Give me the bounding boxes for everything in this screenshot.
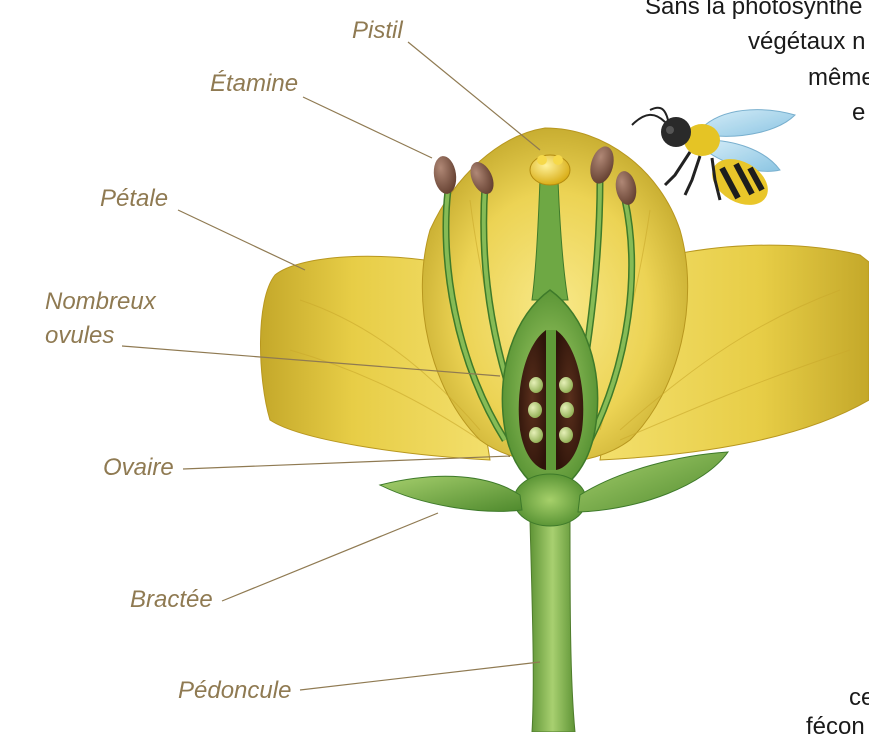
label-nombreux: Nombreux [45, 286, 156, 318]
leader-pedoncule [300, 662, 540, 690]
side-text-line2: végétaux n [748, 27, 865, 57]
side-text-line5: ce [849, 683, 869, 713]
pistil-stigma [530, 155, 570, 185]
label-pedoncule: Pédoncule [178, 676, 291, 706]
side-text-line6: fécon [806, 712, 865, 742]
label-petale: Pétale [100, 184, 168, 214]
peduncle-stem [530, 520, 575, 732]
leader-bractee [222, 513, 438, 601]
bract-left [380, 476, 522, 511]
side-text-line3: même [808, 63, 869, 93]
label-bractee: Bractée [130, 585, 213, 615]
bract-right [578, 452, 728, 512]
label-etamine: Étamine [210, 69, 298, 99]
receptacle [514, 474, 586, 526]
side-text-line4: e [852, 98, 865, 128]
leader-petale [178, 210, 305, 270]
label-ovules: ovules [45, 320, 114, 352]
leader-ovaire [183, 456, 510, 469]
side-text-line1: Sans la photosynthè [645, 0, 863, 22]
label-ovaire: Ovaire [103, 453, 174, 483]
leader-etamine [303, 97, 432, 158]
leader-pistil [408, 42, 540, 150]
label-pistil: Pistil [352, 16, 403, 46]
